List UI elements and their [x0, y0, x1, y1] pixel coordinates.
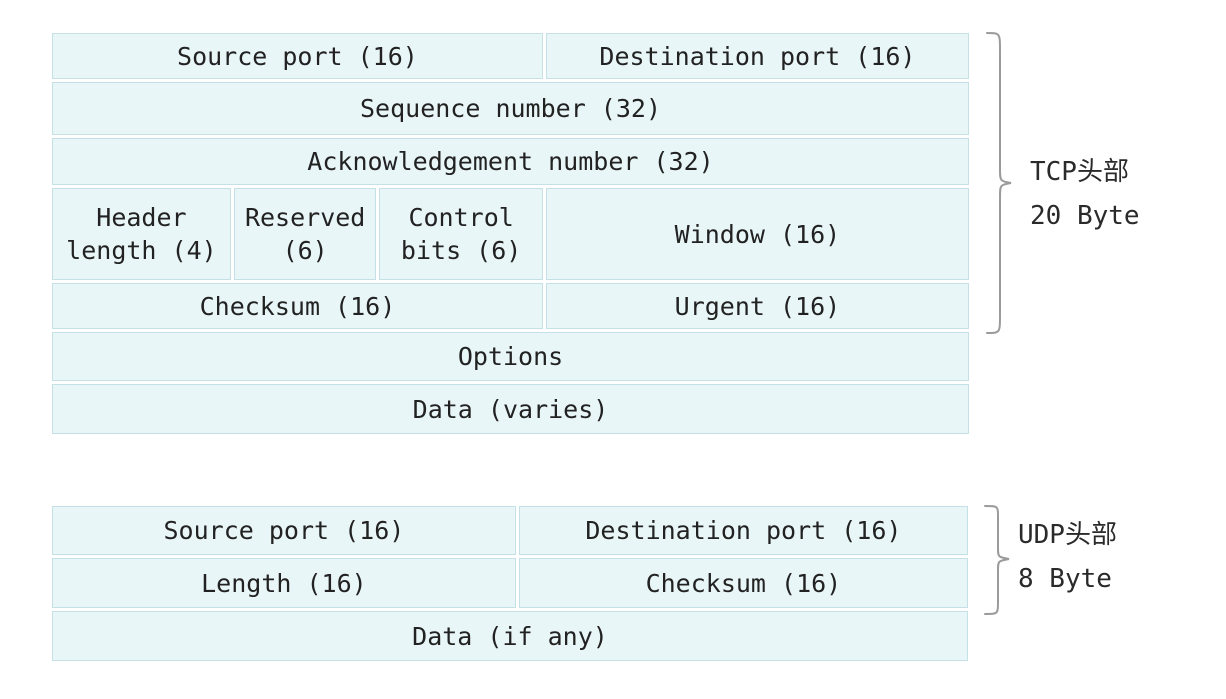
udp-brace-label-line1: UDP头部	[1018, 520, 1117, 550]
tcp-cell-source-port: Source port (16)	[52, 33, 543, 79]
udp-cell-source-port: Source port (16)	[52, 506, 516, 555]
table-row: Sequence number (32)	[52, 82, 969, 135]
udp-brace-label: UDP头部 8 Byte	[1018, 513, 1117, 601]
tcp-cell-destination-port: Destination port (16)	[545, 33, 969, 79]
udp-cell-checksum: Checksum (16)	[518, 558, 968, 608]
table-row: Data (varies)	[52, 384, 969, 434]
tcp-cell-options: Options	[52, 332, 969, 381]
table-row: Source port (16) Destination port (16)	[52, 33, 969, 79]
tcp-cell-checksum: Checksum (16)	[52, 283, 543, 329]
udp-brace-label-line2: 8 Byte	[1018, 564, 1112, 594]
udp-cell-destination-port: Destination port (16)	[518, 506, 968, 555]
table-row: Acknowledgement number (32)	[52, 138, 969, 185]
table-row: Header length (4) Reserved (6) Control b…	[52, 188, 969, 280]
tcp-cell-reserved: Reserved (6)	[233, 188, 377, 280]
udp-header-table: Source port (16) Destination port (16) L…	[49, 503, 971, 664]
tcp-cell-data: Data (varies)	[52, 384, 969, 434]
tcp-cell-header-length: Header length (4)	[52, 188, 231, 280]
table-row: Source port (16) Destination port (16)	[52, 506, 968, 555]
tcp-brace-label-line2: 20 Byte	[1030, 201, 1140, 231]
tcp-header-table: Source port (16) Destination port (16) S…	[49, 30, 972, 437]
tcp-cell-acknowledgement-number: Acknowledgement number (32)	[52, 138, 969, 185]
tcp-brace-icon	[986, 32, 1012, 334]
tcp-cell-sequence-number: Sequence number (32)	[52, 82, 969, 135]
tcp-brace-label: TCP头部 20 Byte	[1030, 150, 1140, 238]
udp-cell-length: Length (16)	[52, 558, 516, 608]
tcp-brace-label-line1: TCP头部	[1030, 157, 1129, 187]
table-row: Data (if any)	[52, 611, 968, 661]
udp-cell-data: Data (if any)	[52, 611, 968, 661]
table-row: Length (16) Checksum (16)	[52, 558, 968, 608]
tcp-cell-urgent: Urgent (16)	[545, 283, 969, 329]
tcp-cell-control-bits: Control bits (6)	[379, 188, 543, 280]
table-row: Options	[52, 332, 969, 381]
udp-brace-icon	[984, 505, 1010, 615]
tcp-cell-window: Window (16)	[545, 188, 969, 280]
table-row: Checksum (16) Urgent (16)	[52, 283, 969, 329]
